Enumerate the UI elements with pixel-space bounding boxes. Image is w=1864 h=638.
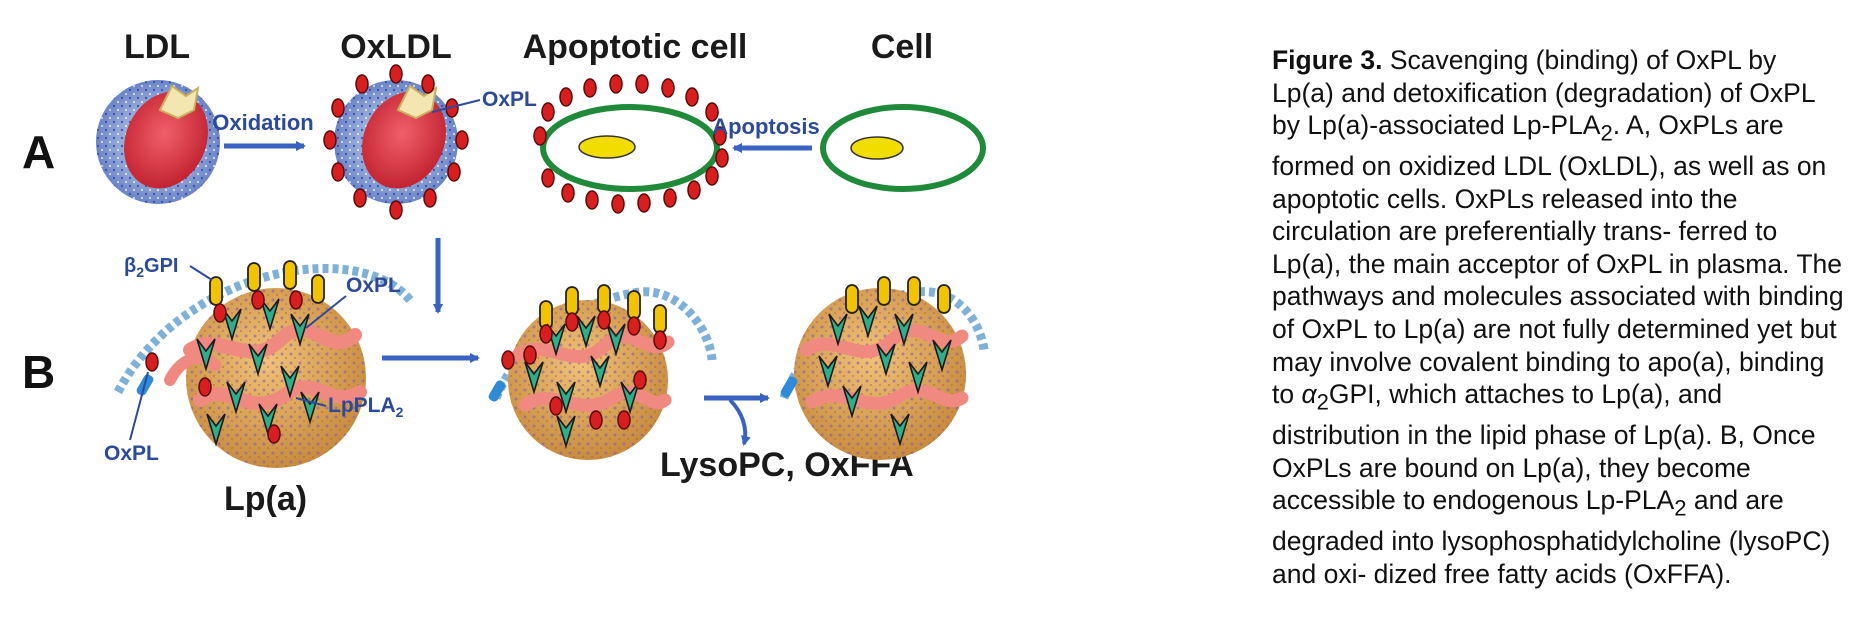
caption-text-4: and are degraded into lysophosphatidylch… (1272, 485, 1831, 589)
figure-label: Figure 3. (1272, 45, 1383, 75)
header-ldl: LDL (124, 28, 190, 66)
svg-text:OxPL: OxPL (104, 442, 159, 465)
lpa-particle-2 (488, 284, 717, 460)
b2gpi-label: β2GPI (124, 255, 213, 281)
figure-caption: Figure 3. Scavenging (binding) of OxPL b… (1272, 44, 1844, 590)
lpa-particle-1 (114, 260, 414, 468)
oxldl-particle (323, 64, 469, 220)
caption-sub-1: 2 (1600, 120, 1613, 146)
caption-text-3: GPI, which attaches to Lp(a), and distri… (1272, 379, 1816, 516)
svg-text:OxPL: OxPL (346, 274, 401, 297)
degradation-arrow (704, 393, 770, 446)
row-label-b: B (22, 346, 55, 398)
oxpl-label-b-bottom: OxPL (104, 371, 159, 465)
caption-sub-3: 2 (1674, 495, 1687, 521)
ldl-particle (96, 80, 220, 204)
oxidation-arrow: Oxidation (212, 110, 314, 151)
svg-text:Apoptosis: Apoptosis (712, 114, 820, 139)
caption-text-2: . A, OxPLs are formed on oxidized LDL (O… (1272, 110, 1844, 410)
svg-text:LpPLA2: LpPLA2 (328, 394, 404, 420)
caption-sub-2: 2 (1316, 389, 1329, 415)
oxpl-label-a: OxPL (431, 88, 537, 113)
lpa-label: Lp(a) (224, 480, 307, 518)
lppla2-label: LpPLA2 (295, 394, 404, 420)
header-cell: Cell (871, 28, 933, 66)
apoptotic-cell (533, 74, 729, 214)
lpa-particle-3 (779, 276, 989, 460)
apoptosis-arrow: Apoptosis (712, 114, 820, 153)
caption-text-1: Scavenging (binding) of OxPL by Lp(a) an… (1272, 45, 1815, 141)
caption-alpha: α (1301, 379, 1317, 410)
svg-text:OxPL: OxPL (482, 88, 537, 111)
svg-text:Oxidation: Oxidation (212, 110, 313, 135)
header-apoptotic-cell: Apoptotic cell (523, 28, 748, 66)
oxpl-label-b-top: OxPL (305, 274, 401, 329)
svg-text:β2GPI: β2GPI (124, 255, 178, 280)
figure-diagram: LDL OxLDL Apoptotic cell Cell A B Oxidat… (22, 28, 989, 518)
normal-cell (820, 104, 986, 192)
row-label-a: A (22, 126, 55, 178)
header-oxldl: OxLDL (340, 28, 451, 66)
